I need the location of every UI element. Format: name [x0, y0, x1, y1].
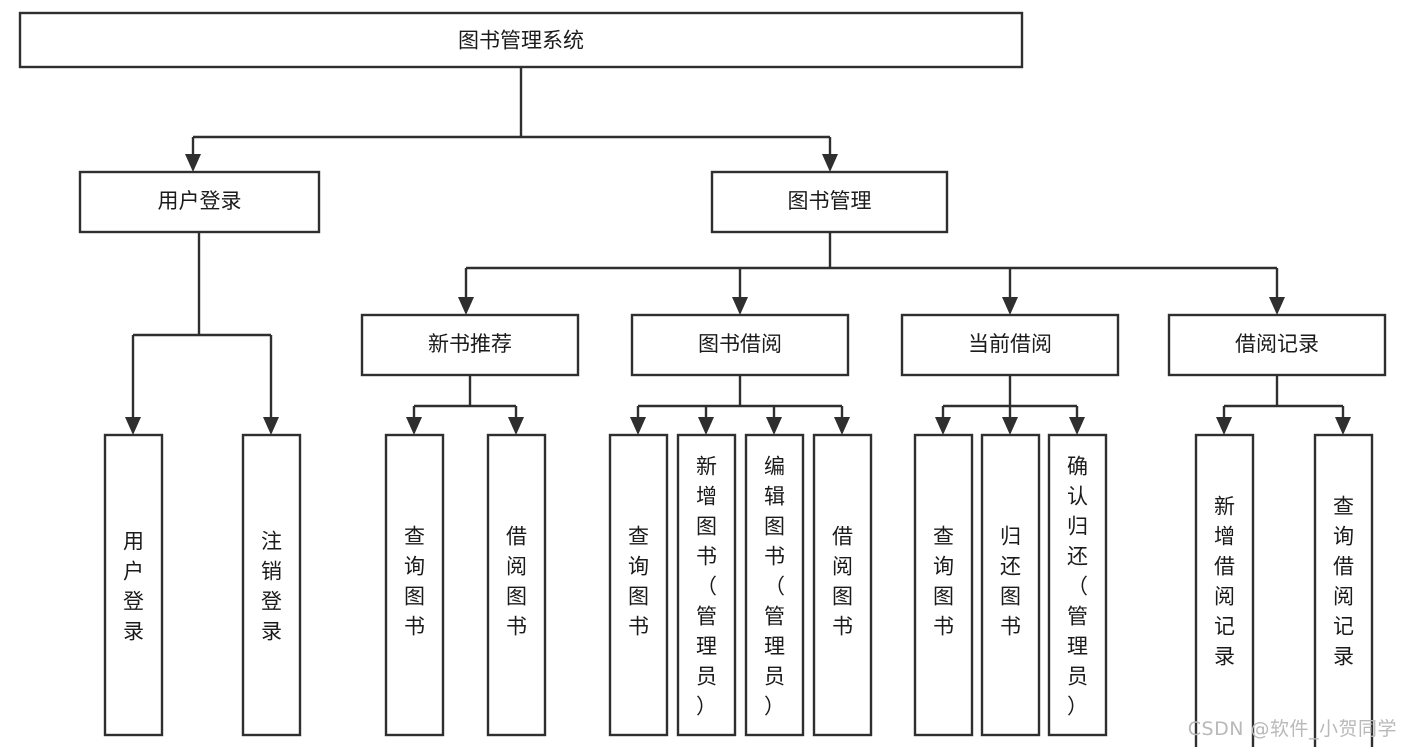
node-new-book-recommend-box[interactable]	[360, 313, 580, 377]
leaf-user-login-0[interactable]: 用户登录	[103, 433, 164, 737]
node-book-management-label: 图书管理	[788, 189, 872, 213]
leaf-borrow-record-0[interactable]: 新增借阅记录	[1194, 433, 1255, 747]
leaf-user-login-1-label: 注销登录	[261, 529, 282, 643]
leaf-book-borrow-2-box[interactable]	[744, 433, 805, 737]
leaf-book-borrow-1-box[interactable]	[676, 433, 737, 737]
leaf-new-book-1-label: 借阅图书	[506, 524, 527, 638]
leaf-current-borrow-1-label: 归还图书	[1000, 524, 1021, 638]
leaf-borrow-record-0-label: 新增借阅记录	[1214, 494, 1235, 668]
leaf-new-book-0[interactable]: 查询图书	[384, 433, 445, 737]
leaf-current-borrow-0-label: 查询图书	[933, 524, 954, 638]
leaf-book-borrow-3-box[interactable]	[812, 433, 873, 737]
node-borrow-record-label: 借阅记录	[1235, 332, 1319, 356]
node-new-book-recommend[interactable]: 新书推荐	[360, 313, 580, 377]
leaf-user-login-1-box[interactable]	[241, 433, 302, 737]
leaf-book-borrow-2[interactable]: 编辑图书（管理员）	[744, 433, 805, 737]
leaf-book-borrow-1-label: 新增图书（管理员）	[696, 454, 717, 718]
node-book-management[interactable]: 图书管理	[710, 170, 949, 234]
arrow-head-leaf-book-borrow-0	[630, 417, 646, 435]
node-current-borrow-label: 当前借阅	[968, 332, 1052, 356]
arrow-head-leaf-book-borrow-2	[766, 417, 782, 435]
leaf-current-borrow-2[interactable]: 确认归还（管理员）	[1047, 433, 1108, 737]
leaf-current-borrow-0[interactable]: 查询图书	[913, 433, 974, 737]
arrow-head-current-borrow	[1002, 297, 1018, 315]
node-root-label: 图书管理系统	[458, 29, 584, 53]
node-book-borrow-label: 图书借阅	[698, 332, 782, 356]
leaf-new-book-0-label: 查询图书	[404, 524, 425, 638]
arrow-head-book-borrow	[732, 297, 748, 315]
node-current-borrow-box[interactable]	[900, 313, 1120, 377]
leaf-new-book-0-box[interactable]	[384, 433, 445, 737]
leaf-current-borrow-0-box[interactable]	[913, 433, 974, 737]
arrow-head-leaf-new-book-1	[508, 417, 524, 435]
node-user-login-label: 用户登录	[158, 189, 242, 213]
leaf-current-borrow-1[interactable]: 归还图书	[980, 433, 1041, 737]
arrow-head-book-mgmt	[822, 154, 838, 172]
leaf-new-book-1-box[interactable]	[486, 433, 547, 737]
leaf-book-borrow-3-label: 借阅图书	[832, 524, 853, 638]
leaf-new-book-1[interactable]: 借阅图书	[486, 433, 547, 737]
node-borrow-record[interactable]: 借阅记录	[1167, 313, 1387, 377]
leaf-user-login-0-label: 用户登录	[123, 529, 144, 643]
leaf-book-borrow-1[interactable]: 新增图书（管理员）	[676, 433, 737, 737]
arrow-head-leaf-current-borrow-1	[1002, 417, 1018, 435]
leaf-current-borrow-2-label: 确认归还（管理员）	[1067, 454, 1088, 718]
arrow-head-leaf-user-login-1	[263, 417, 279, 435]
arrow-head-leaf-user-login-0	[125, 417, 141, 435]
leaf-book-borrow-2-label: 编辑图书（管理员）	[764, 454, 785, 718]
arrow-head-borrow-record	[1269, 297, 1285, 315]
leaf-user-login-1[interactable]: 注销登录	[241, 433, 302, 737]
leaf-borrow-record-1-label: 查询借阅记录	[1333, 494, 1354, 668]
node-borrow-record-box[interactable]	[1167, 313, 1387, 377]
arrow-head-leaf-borrow-record-0	[1216, 417, 1232, 435]
arrow-head-leaf-current-borrow-2	[1069, 417, 1085, 435]
node-user-login-box[interactable]	[78, 170, 321, 234]
leaf-borrow-record-1[interactable]: 查询借阅记录	[1313, 433, 1374, 747]
node-new-book-recommend-label: 新书推荐	[428, 332, 512, 356]
arrow-head-leaf-borrow-record-1	[1335, 417, 1351, 435]
node-book-borrow-box[interactable]	[630, 313, 850, 377]
leaf-user-login-0-box[interactable]	[103, 433, 164, 737]
arrow-head-leaf-new-book-0	[406, 417, 422, 435]
connector-layer	[125, 67, 1351, 435]
arrow-head-leaf-book-borrow-1	[698, 417, 714, 435]
leaf-book-borrow-0[interactable]: 查询图书	[608, 433, 669, 737]
leaf-book-borrow-3[interactable]: 借阅图书	[812, 433, 873, 737]
leaf-borrow-record-0-box[interactable]	[1194, 433, 1255, 747]
leaf-book-borrow-0-box[interactable]	[608, 433, 669, 737]
leaf-borrow-record-1-box[interactable]	[1313, 433, 1374, 747]
node-root[interactable]: 图书管理系统	[18, 11, 1024, 69]
node-root-box[interactable]	[18, 11, 1024, 69]
leaf-book-borrow-0-label: 查询图书	[628, 524, 649, 638]
leaf-current-borrow-1-box[interactable]	[980, 433, 1041, 737]
arrow-head-leaf-book-borrow-3	[834, 417, 850, 435]
arrow-head-leaf-current-borrow-0	[935, 417, 951, 435]
node-book-management-box[interactable]	[710, 170, 949, 234]
leaf-current-borrow-2-box[interactable]	[1047, 433, 1108, 737]
node-book-borrow[interactable]: 图书借阅	[630, 313, 850, 377]
arrow-head-user-login	[185, 154, 201, 172]
arrow-head-new-book	[458, 297, 474, 315]
node-user-login[interactable]: 用户登录	[78, 170, 321, 234]
node-current-borrow[interactable]: 当前借阅	[900, 313, 1120, 377]
